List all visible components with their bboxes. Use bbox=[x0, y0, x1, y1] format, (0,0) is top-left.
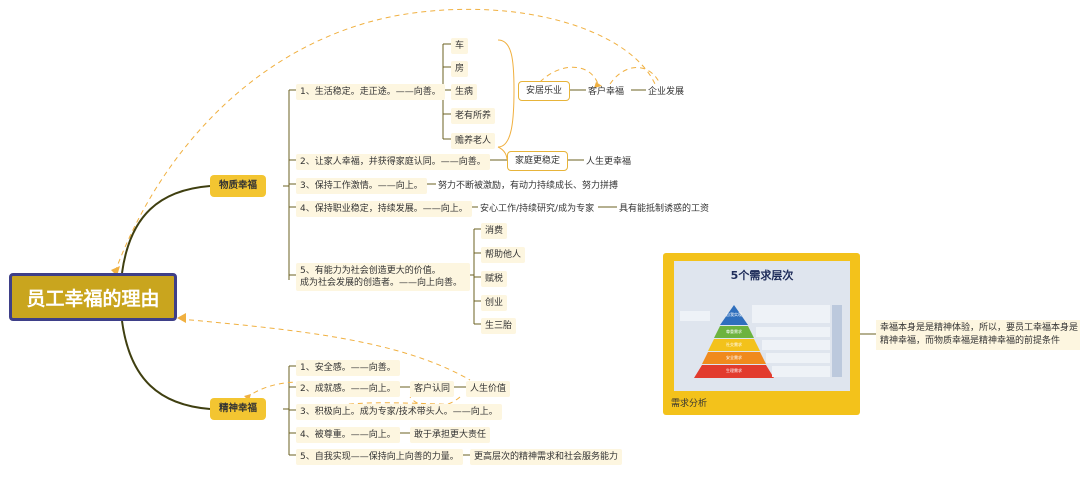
spiritual-branch-5[interactable]: 5、自我实现——保持向上向善的力量。 bbox=[296, 449, 463, 465]
leaf-third-child[interactable]: 生三胎 bbox=[481, 318, 517, 334]
node-customer-approval[interactable]: 客户认同 bbox=[410, 381, 455, 397]
spiritual-branch-2[interactable]: 2、成就感。——向上。 bbox=[296, 381, 400, 397]
node-motivated[interactable]: 努力不断被激励，有动力持续成长、努力拼搏 bbox=[438, 181, 619, 191]
pyramid-graphic bbox=[680, 305, 842, 378]
leaf-car[interactable]: 车 bbox=[451, 38, 469, 54]
spiritual-branch-1[interactable]: 1、安全感。——向善。 bbox=[296, 360, 400, 376]
root-topic[interactable]: 员工幸福的理由 bbox=[9, 273, 177, 321]
leaf-consume[interactable]: 消费 bbox=[481, 223, 508, 239]
node-life-happier[interactable]: 人生更幸福 bbox=[586, 157, 632, 167]
topic-spiritual-happiness[interactable]: 精神幸福 bbox=[210, 398, 267, 420]
level-social: 社交需求 bbox=[726, 342, 742, 347]
pyramid-title: 5个需求层次 bbox=[730, 269, 794, 282]
leaf-care-parents[interactable]: 赡养老人 bbox=[451, 133, 496, 149]
topic-material-happiness[interactable]: 物质幸福 bbox=[210, 175, 267, 197]
leaf-help-others[interactable]: 帮助他人 bbox=[481, 247, 526, 263]
level-esteem: 尊重需求 bbox=[726, 329, 742, 334]
level-safety: 安全需求 bbox=[726, 355, 742, 360]
material-branch-4[interactable]: 4、保持职业稳定，持续发展。——向上。 bbox=[296, 201, 472, 217]
material-branch-2[interactable]: 2、让家人幸福，并获得家庭认同。——向善。 bbox=[296, 154, 490, 170]
spiritual-branch-3[interactable]: 3、积极向上。成为专家/技术带头人。——向上。 bbox=[296, 404, 502, 420]
material-branch-5[interactable]: 5、有能力为社会创造更大的价值。 成为社会发展的创造者。——向上向善。 bbox=[296, 263, 470, 291]
node-work-research-expert[interactable]: 安心工作/持续研究/成为专家 bbox=[480, 204, 595, 214]
image-caption: 需求分析 bbox=[671, 399, 708, 409]
leaf-elder-support[interactable]: 老有所养 bbox=[451, 108, 496, 124]
note-spiritual-premise[interactable]: 幸福本身是是精神体验，所以，要员工幸福本身是精神幸福，而物质幸福是精神幸福的前提… bbox=[876, 320, 1080, 350]
leaf-illness[interactable]: 生病 bbox=[451, 84, 478, 100]
box-anju-leye[interactable]: 安居乐业 bbox=[518, 81, 571, 101]
needs-pyramid-image: 5个需求层次 自我实现 尊重需求 社交需求 安全需求 生理需求 bbox=[674, 261, 850, 391]
node-salary[interactable]: 具有能抵制诱惑的工资 bbox=[619, 204, 710, 214]
needs-analysis-card[interactable]: 5个需求层次 自我实现 尊重需求 社交需求 安全需求 生理需求 需求分析 bbox=[663, 253, 860, 415]
spiritual-branch-4[interactable]: 4、被尊重。——向上。 bbox=[296, 427, 400, 443]
leaf-house[interactable]: 房 bbox=[451, 61, 469, 77]
level-physiological: 生理需求 bbox=[726, 368, 742, 373]
node-higher-needs[interactable]: 更高层次的精神需求和社会服务能力 bbox=[470, 449, 623, 465]
level-self-actualization: 自我实现 bbox=[726, 312, 742, 317]
leaf-startup[interactable]: 创业 bbox=[481, 295, 508, 311]
box-family-stable[interactable]: 家庭更稳定 bbox=[507, 151, 569, 171]
node-life-value[interactable]: 人生价值 bbox=[466, 381, 511, 397]
material-branch-5-line1: 5、有能力为社会创造更大的价值。 bbox=[300, 266, 441, 276]
leaf-tax[interactable]: 赋税 bbox=[481, 271, 508, 287]
material-branch-5-line2: 成为社会发展的创造者。——向上向善。 bbox=[300, 278, 463, 288]
node-take-responsibility[interactable]: 敢于承担更大责任 bbox=[410, 427, 491, 443]
node-enterprise-development[interactable]: 企业发展 bbox=[648, 87, 685, 97]
material-branch-3[interactable]: 3、保持工作激情。——向上。 bbox=[296, 178, 427, 194]
node-customer-happiness[interactable]: 客户幸福 bbox=[588, 87, 625, 97]
material-branch-1[interactable]: 1、生活稳定。走正途。——向善。 bbox=[296, 84, 445, 100]
